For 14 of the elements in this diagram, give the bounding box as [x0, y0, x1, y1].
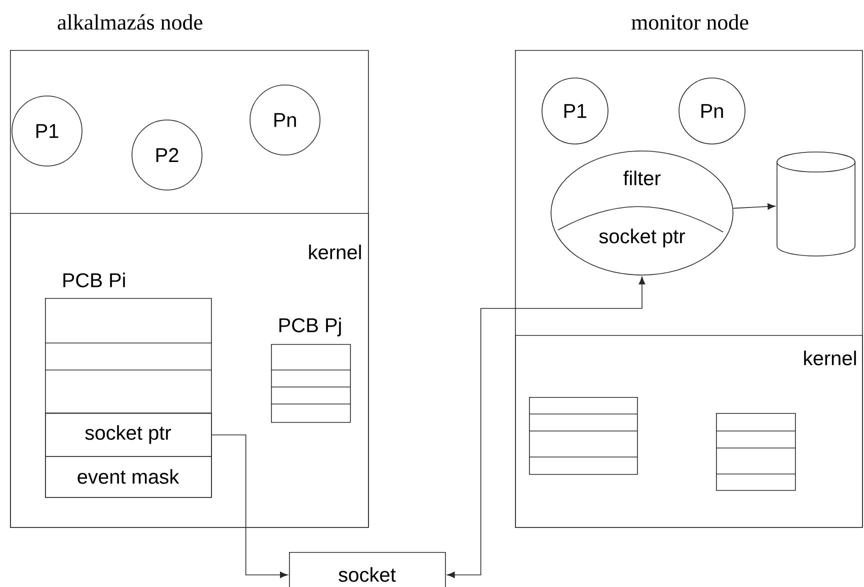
- table-heading: PCB Pi: [63, 272, 125, 288]
- kernel-area: kernel: [515, 335, 863, 528]
- table: [716, 413, 796, 491]
- arrow: [447, 276, 646, 578]
- cylinder: [776, 152, 856, 256]
- field-box: socket ptr: [45, 413, 212, 457]
- field-box: event mask: [45, 456, 212, 498]
- table: [528, 397, 638, 475]
- field-box: socket: [289, 552, 446, 587]
- node-heading: alkalmazás node: [58, 14, 202, 30]
- node-heading: monitor node: [632, 14, 748, 30]
- arrow: [732, 203, 776, 210]
- arrow: [211, 434, 288, 578]
- table-heading: PCB Pj: [279, 318, 341, 336]
